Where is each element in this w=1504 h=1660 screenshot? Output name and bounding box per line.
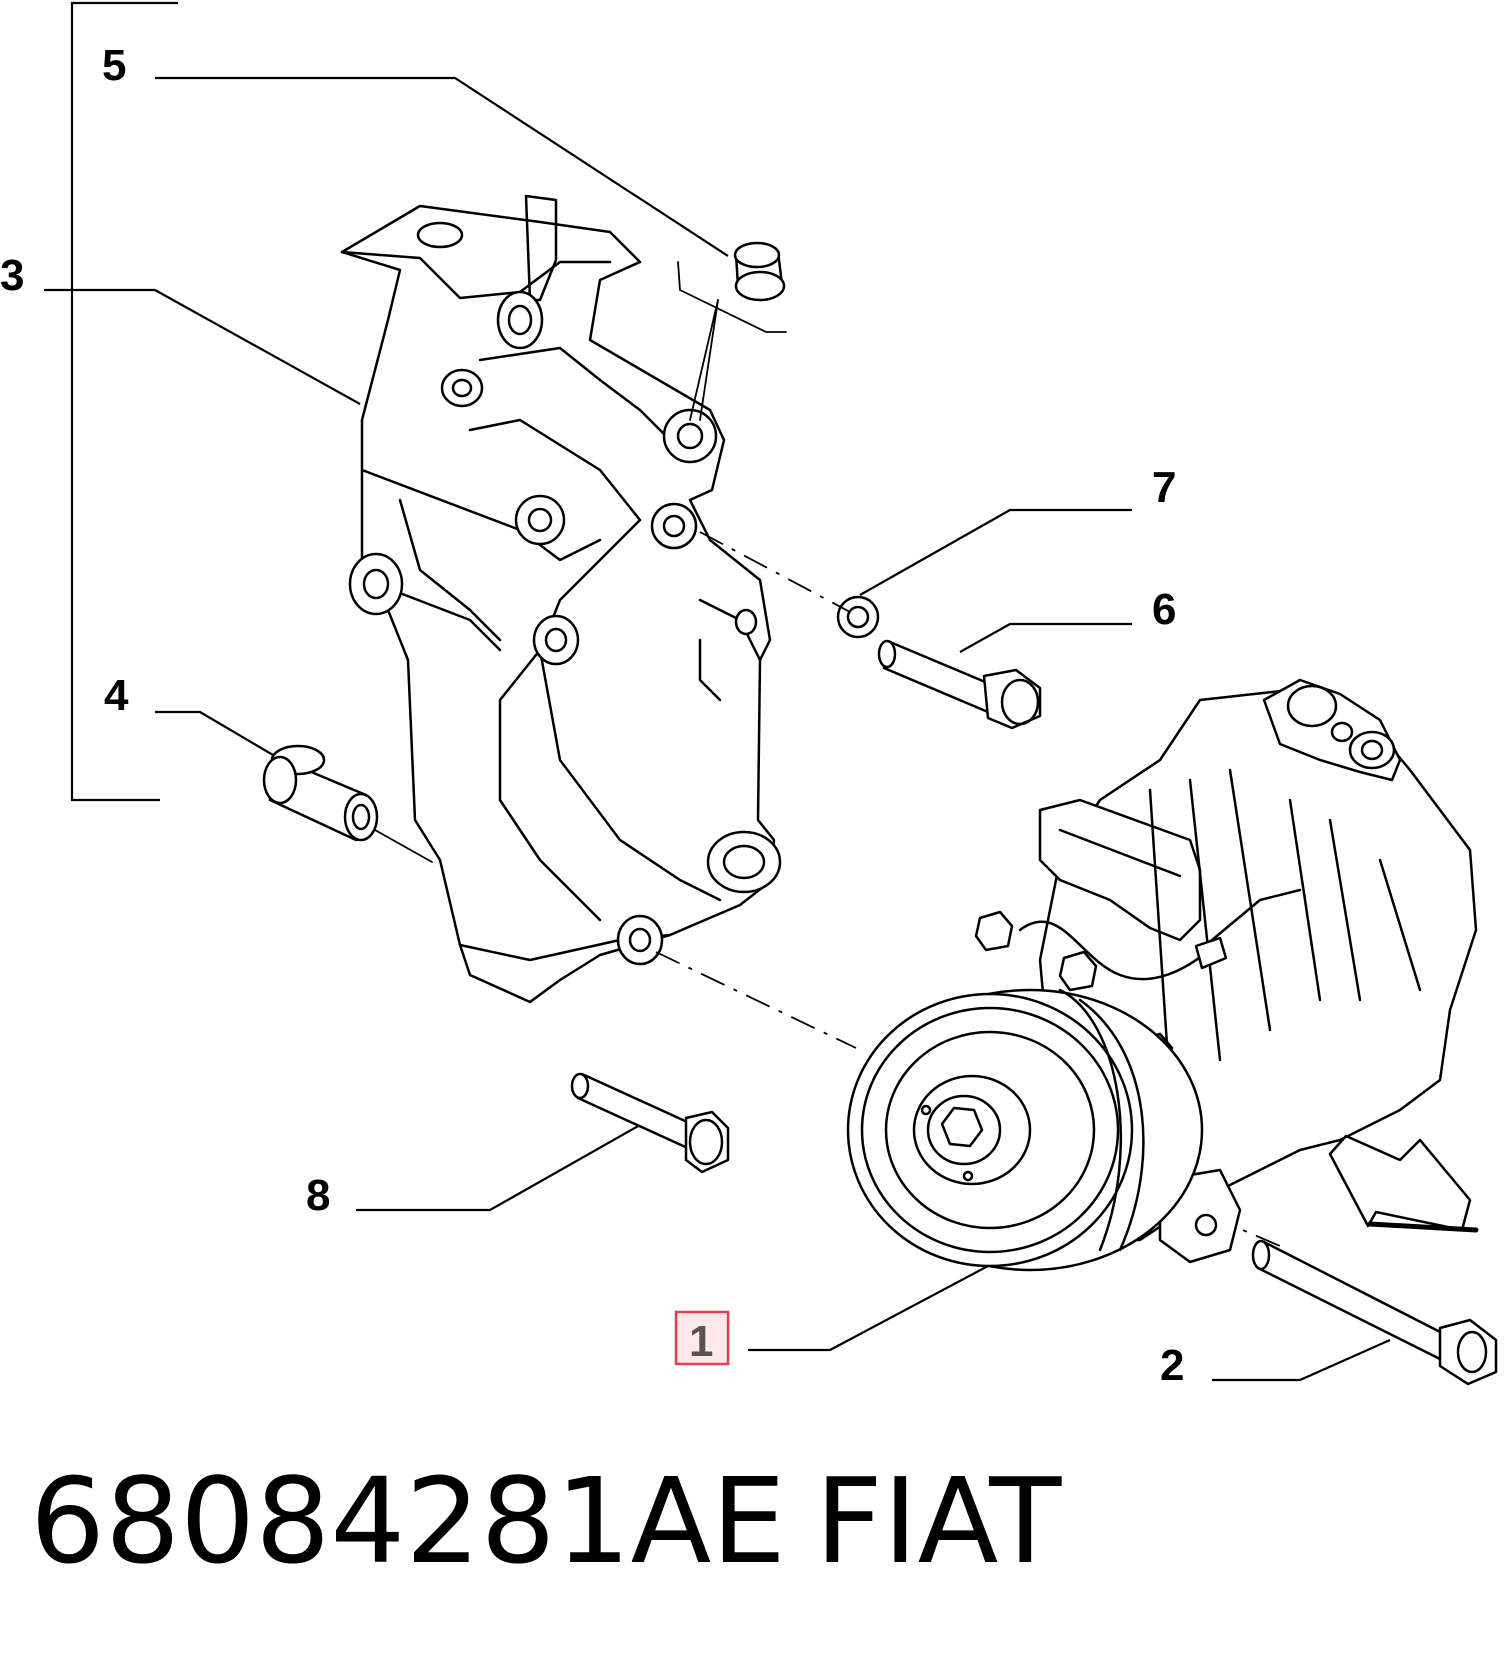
bolt-6 xyxy=(877,622,1132,730)
callout-2: 2 xyxy=(1160,1341,1184,1390)
callout-4: 4 xyxy=(104,671,129,720)
washer-7 xyxy=(836,508,1132,639)
callout-5: 5 xyxy=(102,41,126,90)
axis-line-lower xyxy=(655,951,857,1049)
callout-8: 8 xyxy=(306,1171,330,1220)
bolt-2 xyxy=(1212,1239,1498,1386)
callout-3: 3 xyxy=(0,251,24,300)
bushing-5 xyxy=(155,76,787,421)
brand-name: FIAT xyxy=(815,1452,1062,1590)
sleeve-4 xyxy=(155,710,433,863)
part-number: 68084281AE xyxy=(30,1452,786,1590)
callout-7: 7 xyxy=(1152,463,1176,512)
bolt-8 xyxy=(356,1072,730,1212)
mounting-bracket xyxy=(340,194,782,1004)
callout-6: 6 xyxy=(1152,585,1176,634)
ac-compressor xyxy=(748,678,1479,1352)
callout-1-highlight-box xyxy=(674,1310,730,1366)
group-bracket-3 xyxy=(44,1,361,802)
callout-1: 1 xyxy=(689,1317,713,1366)
